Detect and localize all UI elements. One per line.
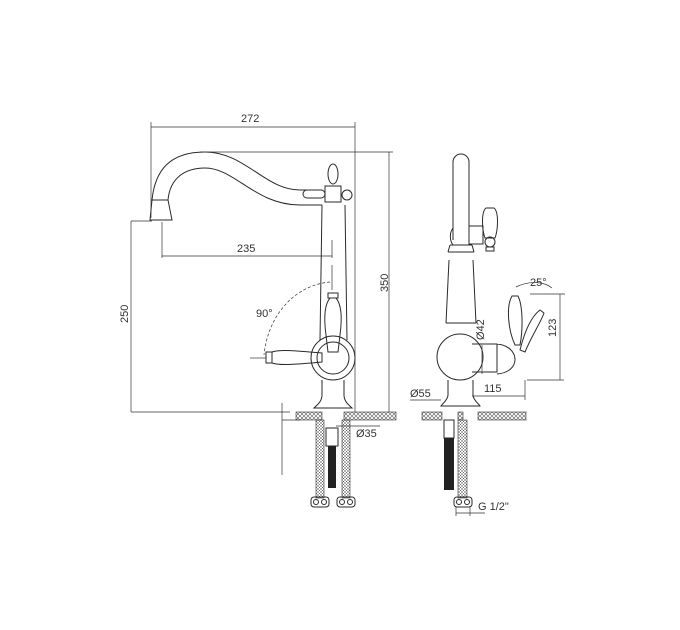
countertop-left — [295, 411, 323, 421]
side-handle — [482, 207, 498, 239]
hose-right — [341, 419, 351, 499]
lever-handle-rotated — [271, 349, 323, 366]
dim-spout-height: 250 — [119, 305, 131, 323]
handle-upright — [507, 295, 523, 346]
lever-hub — [310, 335, 356, 381]
side-view: 25° 123 Ø42 115 Ø55 G 1/2" — [410, 153, 565, 516]
body-taper — [445, 244, 477, 324]
body-pillar — [319, 204, 348, 341]
dim-body-diameter: Ø42 — [475, 319, 487, 340]
supply-pipe — [444, 438, 454, 490]
dim-lever-rotation: 90° — [256, 308, 273, 320]
cross-handle — [302, 163, 353, 203]
spout-aerator — [149, 199, 173, 221]
dim-overall-height: 350 — [379, 274, 391, 292]
front-view: 90° 272 350 250 235 Ø35 — [119, 113, 397, 508]
dim-connection-thread: G 1/2" — [478, 501, 509, 513]
countertop-left — [421, 411, 443, 421]
body-hub — [436, 333, 484, 381]
dim-overall-width: 272 — [241, 113, 259, 125]
hose-nuts — [310, 496, 356, 508]
rotation-arc — [263, 281, 331, 356]
hose-left — [315, 419, 325, 499]
supply-pipe — [328, 446, 336, 488]
lever-handle — [324, 297, 342, 353]
body-base — [312, 380, 354, 409]
hose — [457, 419, 468, 499]
dim-handle-angle: 25° — [530, 277, 547, 289]
body-base — [440, 380, 481, 407]
dim-hole-diameter: Ø35 — [356, 428, 377, 440]
dim-handle-height: 123 — [547, 319, 559, 337]
spout — [151, 151, 322, 206]
dim-spout-reach: 235 — [237, 243, 255, 255]
handle-tilted — [519, 309, 545, 353]
spout-tube — [452, 153, 470, 240]
countertop-right — [343, 411, 397, 421]
dim-handle-depth: 115 — [484, 383, 502, 395]
dim-base-diameter: Ø55 — [410, 388, 431, 400]
hose-nut — [453, 496, 473, 508]
countertop-right — [477, 411, 527, 421]
